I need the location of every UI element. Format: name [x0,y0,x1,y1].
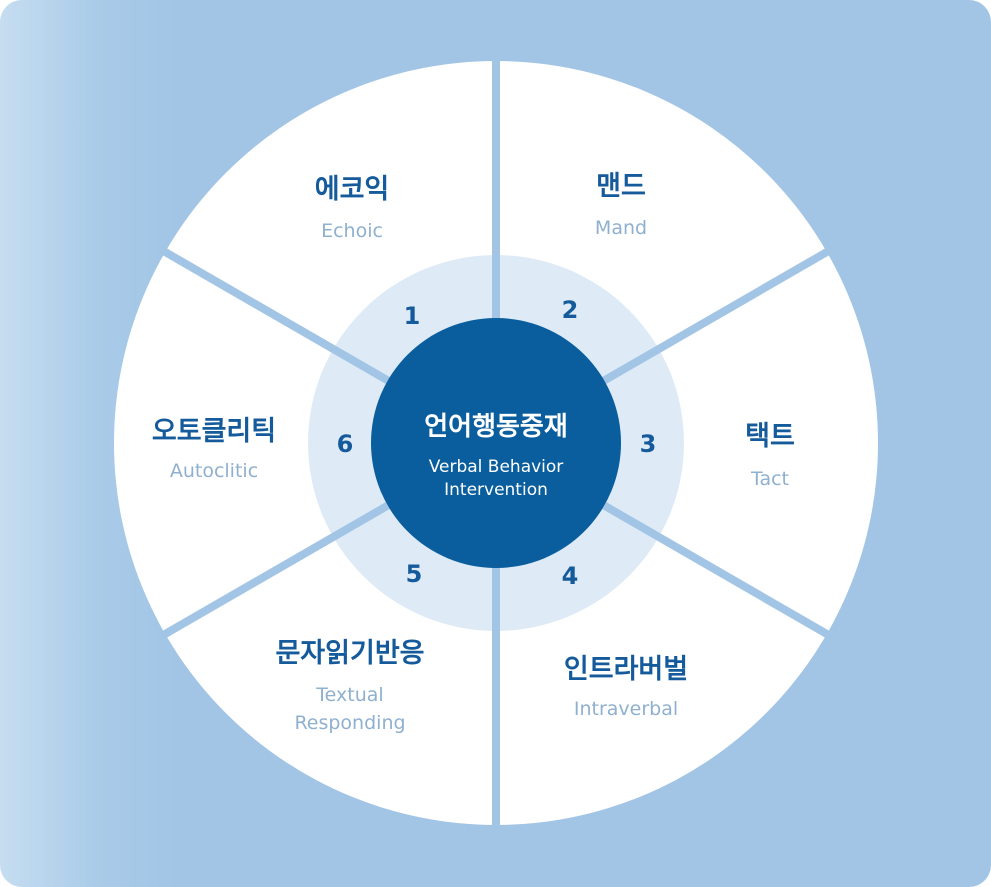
segment-title: 택트 [745,421,795,452]
hub-title: 언어행동중재 [424,412,568,442]
segment-number: 6 [337,430,354,458]
segment-subtitle: Echoic [321,220,383,242]
segment-subtitle: Tact [750,468,789,490]
segment-number: 4 [562,562,579,590]
segment-number: 2 [562,296,579,324]
segment-tact: 3 택트 Tact [640,421,795,490]
segment-subtitle: Intraverbal [574,698,678,720]
segment-dividers [159,57,833,829]
segment-intraverbal: 4 인트라버벌 Intraverbal [562,562,688,720]
hub-subtitle-line: Intervention [444,480,548,500]
segment-subtitle: Textual [315,684,383,706]
segment-title: 에코익 [315,174,390,205]
segment-number: 5 [406,560,423,588]
segment-autoclitic: 6 오토클리틱 Autoclitic [152,416,353,482]
hub-subtitle-line: Verbal Behavior [429,457,564,477]
segment-subtitle: Mand [595,217,647,239]
segment-number: 1 [404,302,421,330]
segment-title: 문자읽기반응 [275,638,424,669]
segment-number: 3 [640,430,657,458]
segment-divider [597,246,833,387]
segment-subtitle: Autoclitic [170,460,258,482]
segment-title: 맨드 [596,171,646,202]
segment-mand: 2 맨드 Mand [562,171,647,324]
segment-divider [159,246,395,387]
segment-title: 오토클리틱 [152,416,276,447]
segment-divider [597,499,833,640]
center-hub [371,318,621,568]
segment-subtitle: Responding [294,712,405,734]
segment-echoic: 1 에코익 Echoic [315,174,421,330]
segment-title: 인트라버벌 [564,654,688,685]
segment-divider [159,499,395,640]
segment-textual-responding: 5 문자읽기반응 Textual Responding [275,560,424,734]
